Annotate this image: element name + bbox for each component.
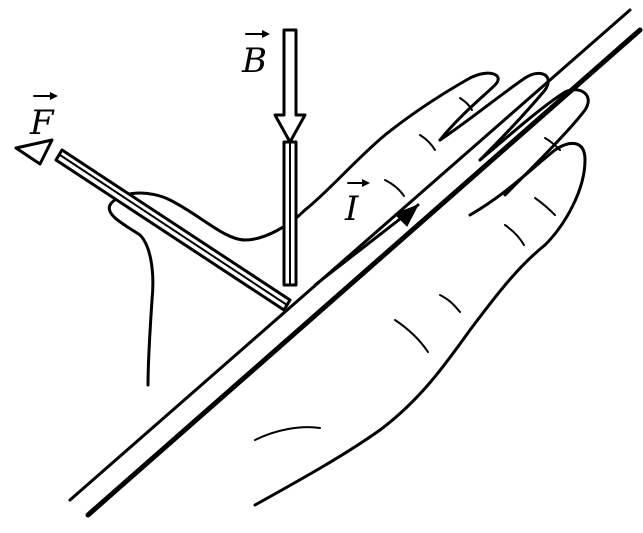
wire-edge-upper	[68, 8, 632, 502]
index-finger-outline	[303, 71, 500, 212]
palm-crease	[254, 426, 321, 441]
vector-arrow-mark-icon	[50, 92, 58, 100]
magnetic-field-label: B	[241, 41, 267, 81]
finger-joint-mark	[384, 179, 405, 197]
finger-joint-mark	[534, 197, 556, 216]
hand-drawing	[107, 71, 590, 507]
force-vector	[14, 138, 292, 312]
finger-joint-mark	[419, 134, 436, 151]
current-arrowhead	[394, 204, 420, 227]
finger-joint-mark	[544, 137, 561, 151]
current-label: I	[344, 189, 359, 229]
vector-labels: B F I	[29, 30, 370, 229]
palm-crease	[439, 294, 461, 313]
palm-outline	[253, 243, 547, 507]
middle-finger-outline	[438, 71, 550, 162]
label-force: F	[29, 92, 58, 143]
ring-finger-outline	[478, 88, 590, 197]
finger-joint-mark	[504, 224, 525, 246]
label-current: I	[344, 179, 370, 229]
finger-joint-mark	[459, 97, 473, 111]
label-magnetic-field: B	[241, 30, 270, 81]
current-arrow	[313, 203, 420, 287]
wire-edge-lower	[85, 27, 643, 518]
little-finger-outline	[468, 141, 587, 247]
conductor-wire	[68, 8, 643, 518]
magnetic-field-vector	[273, 28, 307, 287]
vector-arrow-mark-icon	[262, 30, 270, 38]
vector-arrow-mark-icon	[362, 179, 370, 187]
force-label: F	[29, 103, 55, 143]
thumb-outline	[107, 191, 307, 387]
magnetic-field-arrow	[273, 28, 307, 144]
force-arrowhead	[14, 138, 54, 166]
palm-crease	[394, 319, 429, 353]
